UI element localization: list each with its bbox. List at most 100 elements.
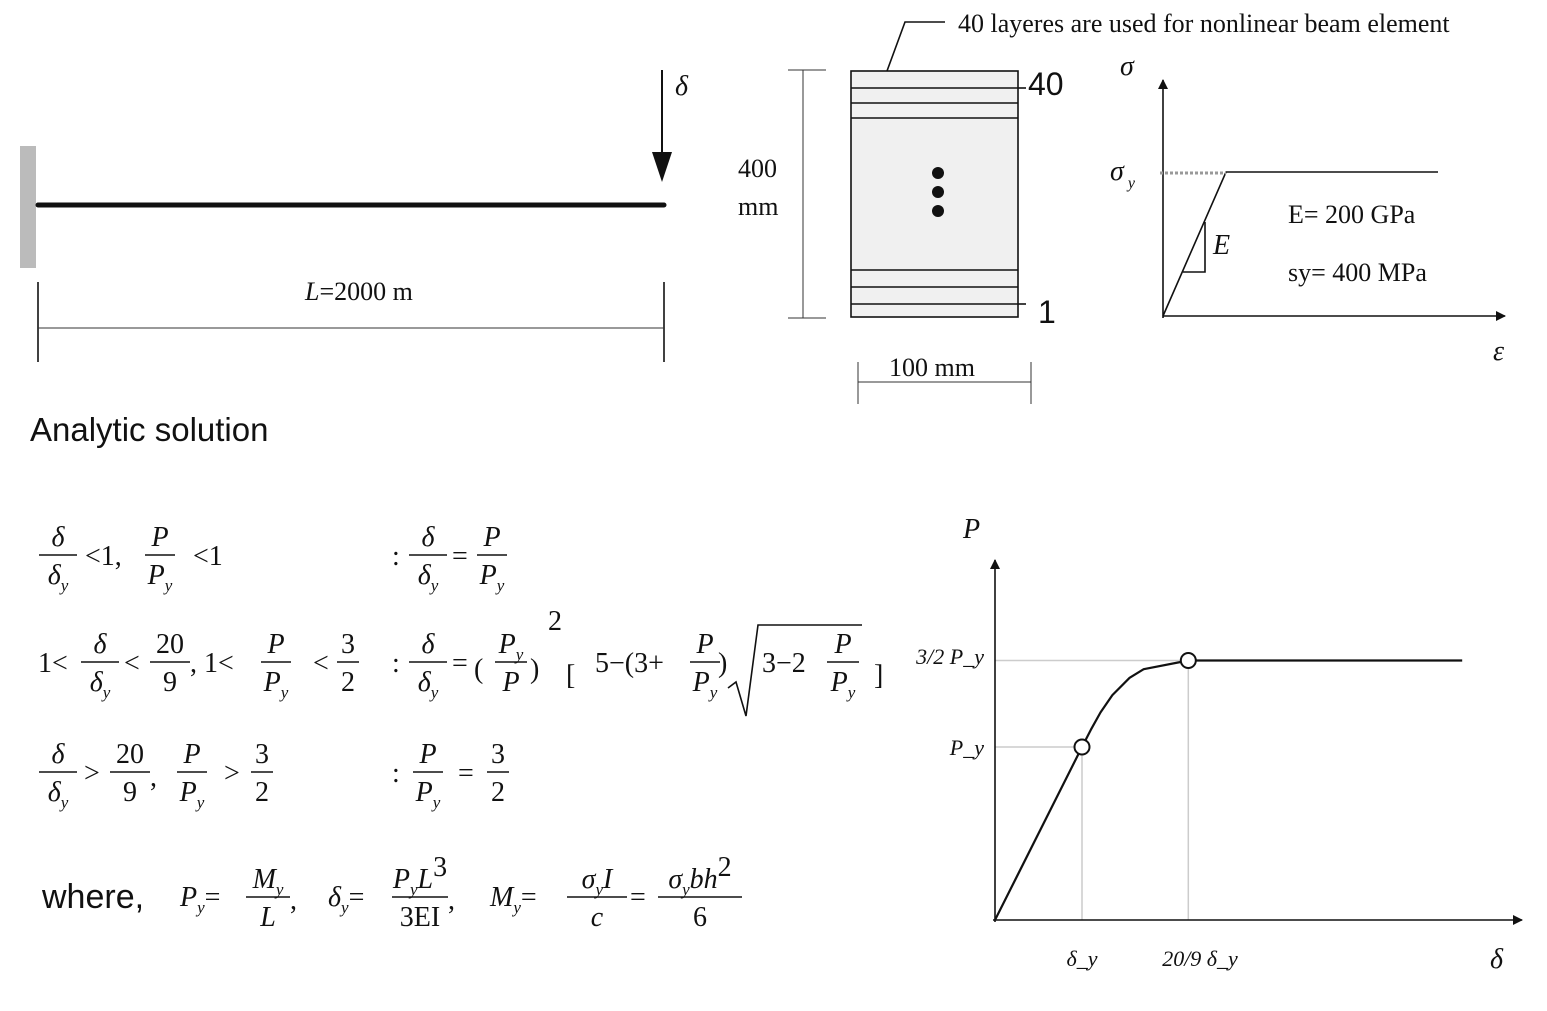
- math-token: δ: [1490, 944, 1504, 975]
- fraction-numerator: 20: [156, 629, 184, 660]
- math-expression: >: [224, 758, 240, 789]
- math-token: 9: [123, 777, 137, 808]
- fraction-numerator: σyI: [582, 864, 614, 899]
- fraction-numerator: σybh2: [668, 852, 731, 899]
- fraction-denominator: Py: [479, 560, 505, 595]
- math-token: y: [195, 793, 205, 812]
- fraction-denominator: 9: [123, 777, 137, 808]
- note-leader: [886, 21, 945, 72]
- fraction-numerator: δ: [51, 739, 65, 770]
- math-expression: ,: [150, 762, 157, 793]
- math-token: P: [692, 667, 710, 698]
- top-layer-label: 40: [1028, 66, 1064, 102]
- math-token: >: [84, 758, 100, 789]
- math-expression: [: [566, 660, 575, 691]
- math-token: y: [846, 683, 856, 702]
- math-token: 5−(3+: [595, 648, 664, 679]
- math-token: 2: [718, 852, 732, 883]
- math-token: y: [339, 898, 349, 917]
- math-token: P: [415, 777, 433, 808]
- math-token: ,: [448, 885, 455, 916]
- length-symbol: L: [304, 277, 319, 306]
- math-token: =: [205, 882, 221, 913]
- section-heading: Analytic solution: [30, 411, 268, 448]
- fraction-numerator: 3: [255, 739, 269, 770]
- math-token: 3: [255, 739, 269, 770]
- height-unit: mm: [738, 192, 778, 221]
- math-token: 3−2: [762, 648, 806, 679]
- height-value: 400: [738, 154, 777, 183]
- math-token: P: [479, 560, 497, 591]
- math-token: =: [521, 882, 537, 913]
- math-token: y: [680, 880, 690, 899]
- math-expression: ): [718, 648, 727, 679]
- y-axis-label: P: [962, 514, 980, 545]
- math-token: P: [498, 629, 516, 660]
- fraction-numerator: 20: [116, 739, 144, 770]
- fraction-denominator: Py: [179, 777, 205, 812]
- math-token: δ: [93, 629, 107, 660]
- math-token: y: [408, 880, 418, 899]
- fraction-denominator: δy: [418, 667, 439, 702]
- fraction-numerator: 3: [491, 739, 505, 770]
- math-expression: <: [313, 648, 329, 679]
- math-token: L: [417, 864, 434, 895]
- yield-stress-label: sy= 400 MPa: [1288, 258, 1427, 287]
- math-token: 2: [255, 777, 269, 808]
- ellipsis-dot: [932, 167, 944, 179]
- fraction-denominator: Py: [692, 667, 718, 702]
- math-token: σ: [668, 864, 683, 895]
- math-token: y: [59, 576, 69, 595]
- math-token: <1: [193, 541, 223, 572]
- math-expression: =: [458, 758, 474, 789]
- math-token: (: [474, 654, 483, 685]
- math-token: =: [630, 882, 646, 913]
- fraction-numerator: Py: [498, 629, 524, 664]
- math-token: :: [392, 758, 400, 789]
- math-token: P: [392, 864, 410, 895]
- math-expression: :: [392, 541, 400, 572]
- math-token: :: [392, 648, 400, 679]
- math-token: 1<: [38, 648, 68, 679]
- math-expression: (: [474, 654, 483, 685]
- fraction-denominator: δy: [48, 777, 69, 812]
- fraction-numerator: P: [833, 629, 851, 660]
- fraction-denominator: Py: [147, 560, 173, 595]
- math-token: ]: [874, 660, 883, 691]
- strain-axis-label: ε: [1493, 336, 1504, 367]
- math-token: y: [279, 683, 289, 702]
- math-token: P: [418, 739, 436, 770]
- math-token: δ: [328, 882, 342, 913]
- math-expression: :: [392, 758, 400, 789]
- y-tick-label: 3/2 P_y: [915, 644, 984, 669]
- math-token: 20: [116, 739, 144, 770]
- math-token: P: [501, 667, 519, 698]
- math-token: where,: [41, 878, 144, 916]
- math-token: [: [566, 660, 575, 691]
- math-token: bh: [690, 864, 718, 895]
- math-token: P: [182, 739, 200, 770]
- math-token: =: [349, 882, 365, 913]
- fraction-numerator: PyL3: [392, 852, 447, 899]
- yield-sub: y: [1126, 175, 1136, 192]
- math-expression: ,: [448, 885, 455, 916]
- ellipsis-dot: [932, 205, 944, 217]
- math-token: δ: [421, 522, 435, 553]
- math-token: y: [163, 576, 173, 595]
- math-token: δ: [90, 667, 104, 698]
- math-expression: ]: [874, 660, 883, 691]
- math-token: 2: [341, 667, 355, 698]
- math-expression: :: [392, 648, 400, 679]
- math-expression: ,: [290, 885, 297, 916]
- sqrt-sign: [727, 624, 862, 717]
- math-token: :: [392, 541, 400, 572]
- math-expression: >: [84, 758, 100, 789]
- fraction-denominator: 3EI: [400, 902, 440, 933]
- fraction-denominator: Py: [830, 667, 856, 702]
- fraction-denominator: 2: [491, 777, 505, 808]
- cross-section-figure: 40 1 40 layeres are used for nonlinear b…: [738, 9, 1450, 404]
- stress-axis-label: σ: [1120, 51, 1135, 82]
- math-token: M: [489, 882, 515, 913]
